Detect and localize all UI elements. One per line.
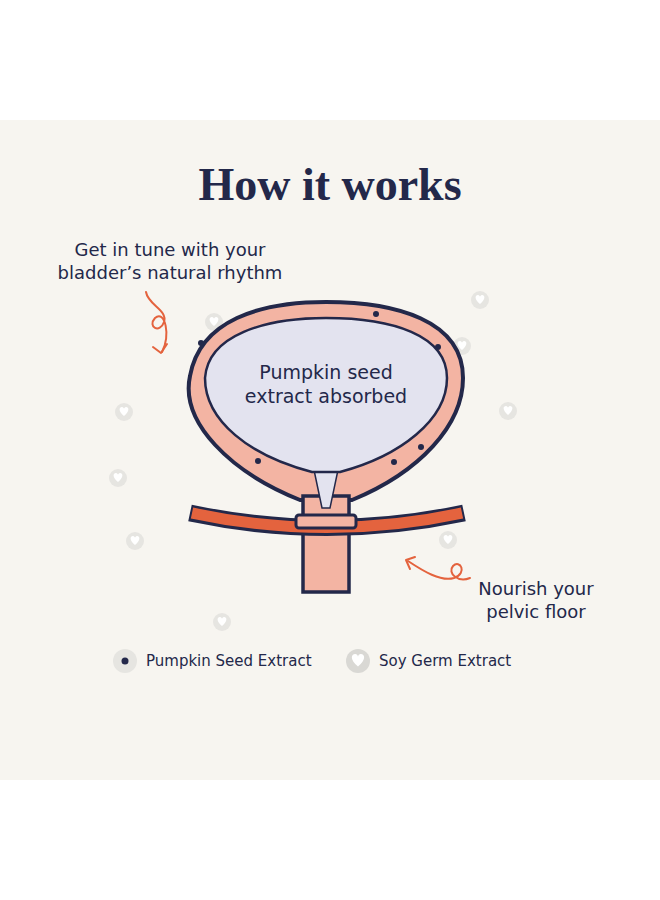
node-text: Pumpkin seed extract absorbed — [231, 360, 421, 408]
sphincter — [296, 515, 356, 528]
panel-ground — [0, 120, 660, 780]
soy-icons — [109, 291, 517, 631]
callout-text: Get in tune with your bladder’s natural … — [45, 238, 295, 284]
legend-item: Pumpkin Seed Extract — [112, 648, 312, 674]
bladder-wall — [189, 302, 463, 500]
bladder-interior: Pumpkin seed extract absorbed — [200, 316, 452, 474]
urethra — [303, 496, 349, 592]
pelvic-floor — [192, 513, 462, 528]
bladder-neck — [314, 470, 338, 508]
legend-swatch — [112, 648, 138, 674]
soy-icon — [126, 532, 144, 550]
soy-icon — [115, 403, 133, 421]
soy-icon — [439, 531, 457, 549]
pelvic-floor-outline — [190, 513, 464, 528]
title: How it works — [0, 158, 660, 212]
soy-icon — [213, 613, 231, 631]
soy-icon — [109, 469, 127, 487]
legend-swatch — [345, 648, 371, 674]
legend-text: Pumpkin Seed Extract — [146, 652, 312, 670]
soy-icon — [471, 291, 489, 309]
callout-arrow — [146, 292, 470, 579]
callout-text: Nourish your pelvic floor — [466, 577, 606, 623]
legend-text: Soy Germ Extract — [379, 652, 511, 670]
legend-item: Soy Germ Extract — [345, 648, 511, 674]
soy-icon — [499, 402, 517, 420]
